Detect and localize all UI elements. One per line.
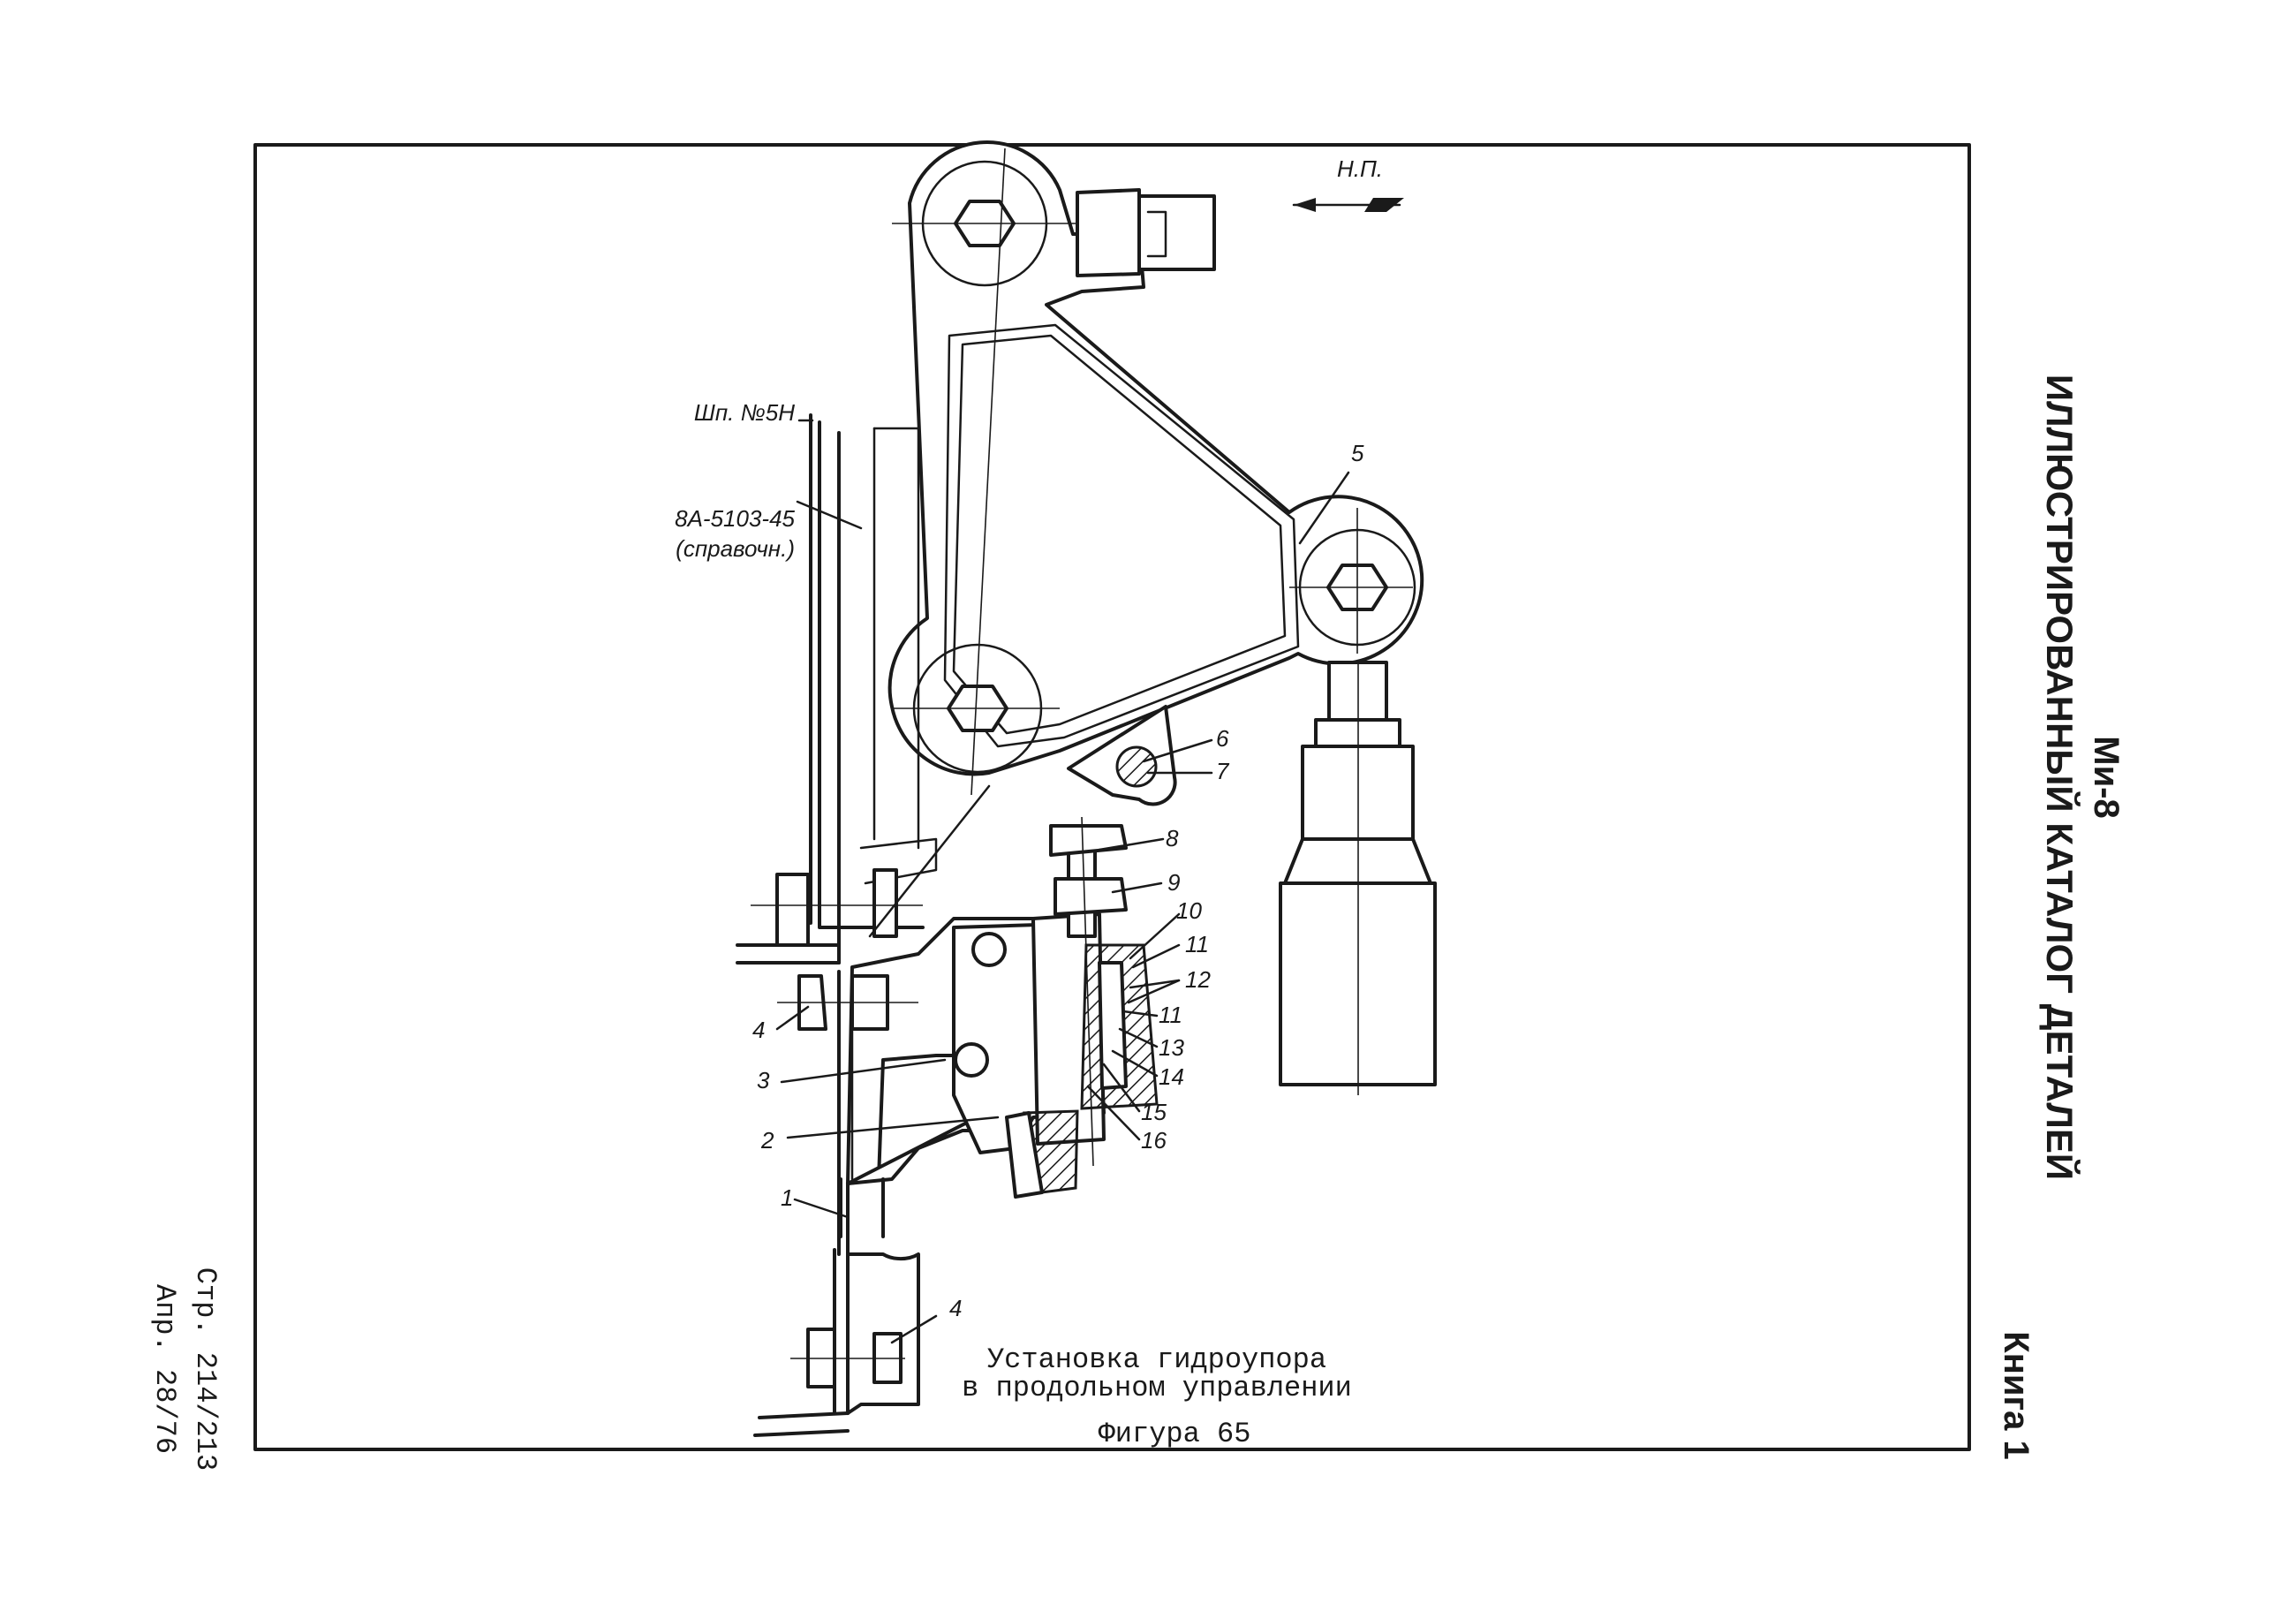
part-number-label: 8А-5103-45 [675,505,795,532]
revision-date: Апр. 28/76 [148,1284,181,1454]
book-label: Книга 1 [1997,1331,2035,1459]
figure-number: Фигура 65 [1099,1418,1251,1450]
callout-4a: 4 [752,1017,765,1043]
bolt-assembly [751,868,923,1388]
direction-arrow: Н.П. [1292,155,1404,212]
page-info: Стр. 214/213 Апр. 28/76 [148,1267,222,1471]
callout-13: 13 [1159,1034,1184,1061]
reference-labels: Шп. №5Н 8А-5103-45 (справочн.) [675,399,795,562]
callout-1: 1 [781,1184,793,1211]
callout-5: 5 [1351,440,1364,466]
callout-2: 2 [760,1127,774,1154]
page-number: Стр. 214/213 [189,1267,222,1471]
frame-label: Шп. №5Н [694,399,795,426]
callout-11a: 11 [1185,931,1209,957]
callout-10: 10 [1176,897,1202,924]
callout-8: 8 [1166,825,1179,851]
leader-lines [775,419,1350,1344]
callout-14: 14 [1159,1063,1184,1090]
stop-bracket [1067,705,1177,806]
caption-line-1: Установка гидроупора [987,1343,1326,1376]
drawing-frame [253,143,1971,1451]
callout-9: 9 [1167,869,1180,896]
catalog-title: ИЛЛЮСТРИРОВАННЫЙ КАТАЛОГ ДЕТАЛЕЙ [2039,374,2081,1180]
model-title: Ми-8 [2087,736,2126,818]
reference-note: (справочн.) [676,535,795,562]
direction-label: Н.П. [1337,155,1383,182]
hydraulic-stop [952,816,1159,1199]
callout-4b: 4 [949,1295,962,1321]
bellcrank-lever [887,140,1424,796]
callout-11b: 11 [1159,1002,1182,1028]
header-block: Ми-8 ИЛЛЮСТРИРОВАННЫЙ КАТАЛОГ ДЕТАЛЕЙ Кн… [1997,374,2126,1460]
callout-7: 7 [1216,758,1230,784]
callout-15: 15 [1141,1099,1167,1125]
callout-numbers: 1 2 3 4 4 5 6 7 8 9 10 11 12 11 13 14 15… [752,440,1364,1321]
callout-16: 16 [1141,1127,1167,1154]
figure-caption: Установка гидроупора в продольном управл… [962,1343,1352,1450]
callout-3: 3 [757,1067,770,1093]
callout-6: 6 [1216,725,1229,752]
push-rod [1279,661,1437,1095]
caption-line-2: в продольном управлении [962,1372,1352,1404]
callout-12: 12 [1185,966,1211,993]
